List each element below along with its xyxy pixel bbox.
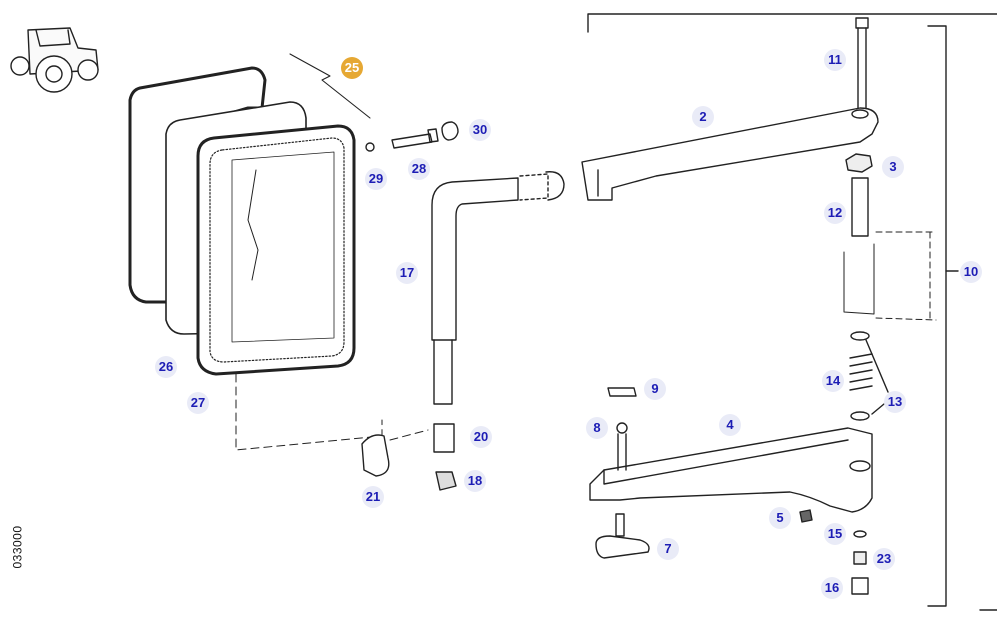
arm-4	[589, 427, 873, 513]
spring-14	[849, 353, 873, 391]
callout-14[interactable]: 14	[822, 370, 844, 392]
callout-15[interactable]: 15	[824, 523, 846, 545]
callout-26[interactable]: 26	[155, 356, 177, 378]
callout-4[interactable]: 4	[719, 414, 741, 436]
pin-8	[616, 422, 628, 434]
washer-15	[853, 530, 867, 538]
callout-20[interactable]: 20	[470, 426, 492, 448]
clip-9	[607, 387, 637, 397]
knob-7	[595, 535, 650, 559]
cap-16	[851, 577, 869, 595]
callout-8[interactable]: 8	[586, 417, 608, 439]
callout-29[interactable]: 29	[365, 168, 387, 190]
callout-3[interactable]: 3	[882, 156, 904, 178]
screw-28	[391, 133, 433, 149]
bracket-21	[361, 434, 390, 477]
callout-12[interactable]: 12	[824, 202, 846, 224]
callout-17[interactable]: 17	[396, 262, 418, 284]
callout-30[interactable]: 30	[469, 119, 491, 141]
callout-16[interactable]: 16	[821, 577, 843, 599]
washer-13b	[850, 411, 870, 421]
cap-30	[441, 121, 459, 141]
callout-7[interactable]: 7	[657, 538, 679, 560]
assembly-bracket-top	[587, 13, 997, 33]
document-number: 033000	[10, 525, 25, 569]
callout-9[interactable]: 9	[644, 378, 666, 400]
nut-3	[845, 153, 873, 173]
mirror-front-gasket	[196, 124, 356, 376]
callout-5[interactable]: 5	[769, 507, 791, 529]
callout-28[interactable]: 28	[408, 158, 430, 180]
callout-25[interactable]: 25	[341, 57, 363, 79]
callout-11[interactable]: 11	[824, 49, 846, 71]
nut-18	[435, 471, 457, 491]
callout-18[interactable]: 18	[464, 470, 486, 492]
callout-21[interactable]: 21	[362, 486, 384, 508]
tractor-icon	[10, 27, 99, 93]
callout-2[interactable]: 2	[692, 106, 714, 128]
bolt-11	[855, 17, 869, 29]
arm-2	[581, 107, 879, 201]
washer-29	[365, 142, 375, 152]
nut-5	[799, 509, 813, 523]
arm-17	[431, 177, 519, 341]
callout-13[interactable]: 13	[884, 391, 906, 413]
callout-23[interactable]: 23	[873, 548, 895, 570]
pin-12	[851, 177, 869, 237]
sleeve-20	[433, 423, 455, 453]
mirror-back-glass	[128, 66, 267, 304]
washer-13a	[850, 331, 870, 341]
callout-27[interactable]: 27	[187, 392, 209, 414]
callout-10[interactable]: 10	[960, 261, 982, 283]
assembly-bracket-right	[927, 25, 947, 607]
nut-23	[853, 551, 867, 565]
